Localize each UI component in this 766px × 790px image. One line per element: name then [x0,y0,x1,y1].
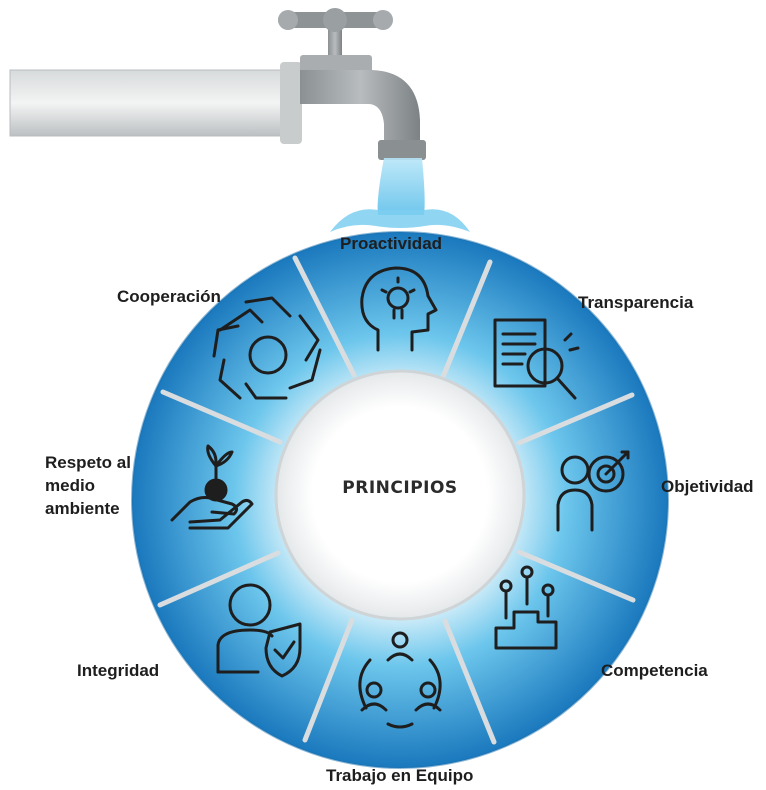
person-target-icon [556,450,630,532]
document-magnifier-icon [493,318,580,400]
segment-dividers [157,255,636,745]
podium-people-icon [494,565,558,650]
faucet-icon [9,8,426,160]
label-competencia: Competencia [601,661,708,680]
lightbulb-head-icon [360,266,438,352]
hand-plant-icon [170,444,254,530]
label-respeto-medio-ambiente: Respeto al medio ambiente [45,453,131,518]
label-cooperacion: Cooperación [117,287,221,306]
joined-hands-icon [212,296,322,400]
team-circle-icon [358,631,442,729]
label-objetividad: Objetividad [661,477,754,496]
center-title: PRINCIPIOS [342,478,458,498]
label-proactividad: Proactividad [340,234,443,253]
center-circle [274,369,526,621]
person-shield-icon [216,583,302,678]
label-transparencia: Transparencia [578,293,694,312]
label-trabajo-en-equipo: Trabajo en Equipo [326,766,474,785]
label-integridad: Integridad [77,661,160,680]
